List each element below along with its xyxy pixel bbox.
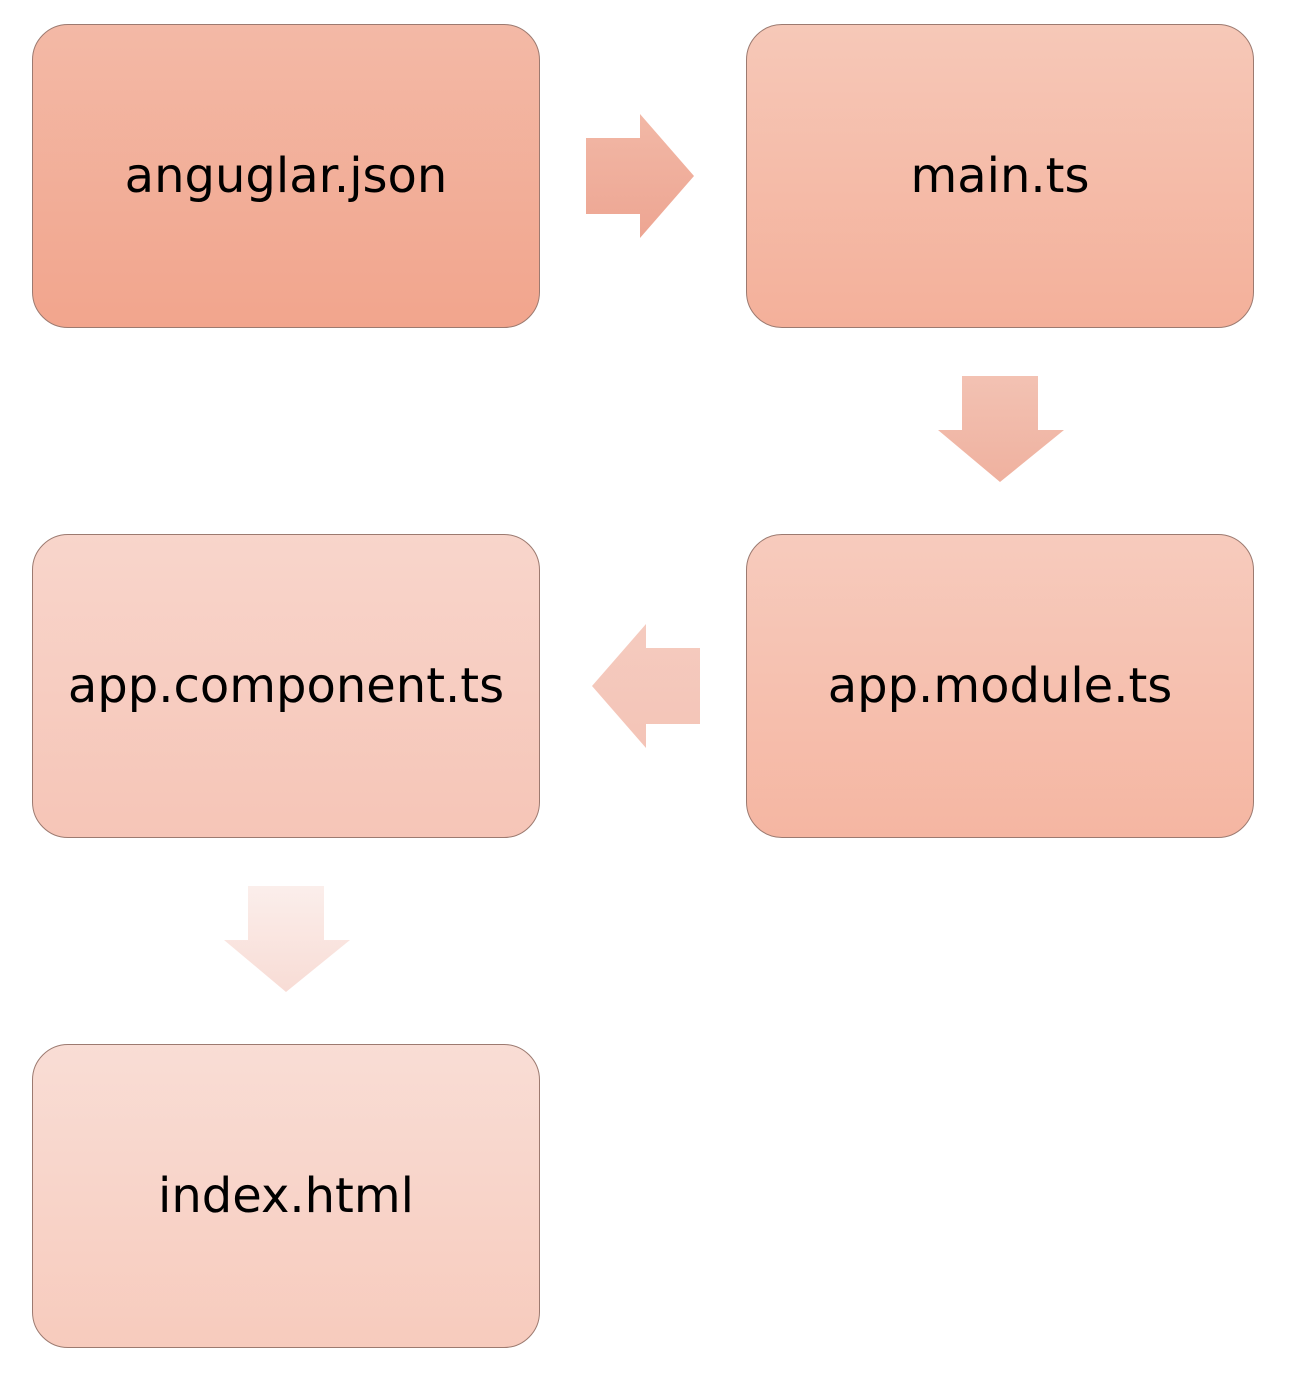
- arrow-left-icon: [592, 624, 700, 748]
- node-app-component-ts: app.component.ts: [32, 534, 540, 838]
- arrow-down-icon: [224, 886, 350, 992]
- arrow-down-icon: [938, 376, 1064, 482]
- node-angular-json-label: anguglar.json: [124, 148, 448, 204]
- node-app-module-ts: app.module.ts: [746, 534, 1254, 838]
- node-main-ts-label: main.ts: [910, 148, 1090, 204]
- node-angular-json: anguglar.json: [32, 24, 540, 328]
- node-main-ts: main.ts: [746, 24, 1254, 328]
- node-index-html: index.html: [32, 1044, 540, 1348]
- node-app-component-ts-label: app.component.ts: [67, 658, 505, 714]
- node-app-module-ts-label: app.module.ts: [827, 658, 1173, 714]
- node-index-html-label: index.html: [158, 1168, 414, 1224]
- arrow-right-icon: [586, 114, 694, 238]
